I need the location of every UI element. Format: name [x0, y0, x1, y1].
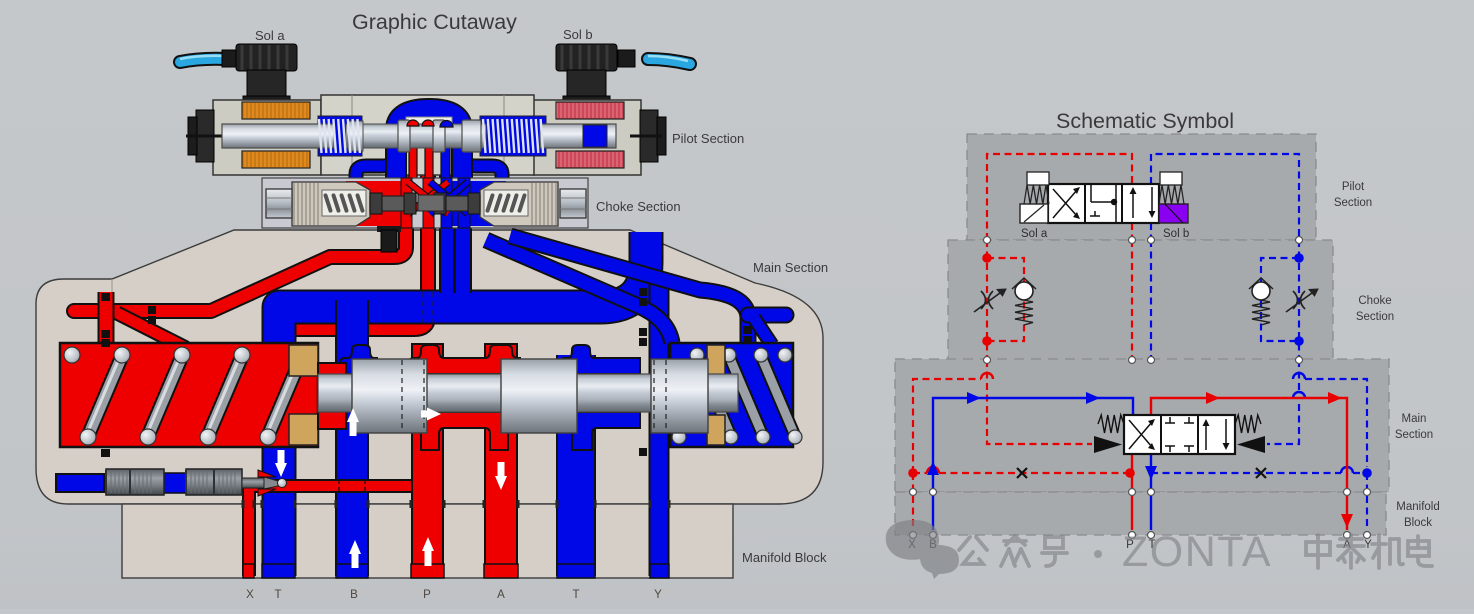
- svg-text:Sol b: Sol b: [1163, 228, 1189, 240]
- svg-text:Pilot Section: Pilot Section: [672, 131, 744, 146]
- svg-text:Choke Section: Choke Section: [596, 199, 681, 214]
- svg-text:ZONTA: ZONTA: [1122, 528, 1272, 576]
- svg-text:Schematic Symbol: Schematic Symbol: [1056, 109, 1234, 133]
- svg-text:Pilot: Pilot: [1342, 181, 1365, 193]
- svg-text:Sol a: Sol a: [1021, 228, 1048, 240]
- svg-text:B: B: [350, 589, 358, 601]
- svg-text:A: A: [497, 589, 505, 601]
- svg-text:Section: Section: [1334, 197, 1372, 209]
- svg-text:Y: Y: [1364, 539, 1372, 551]
- svg-text:P: P: [423, 589, 431, 601]
- svg-text:X: X: [246, 589, 254, 601]
- svg-text:Graphic Cutaway: Graphic Cutaway: [352, 10, 517, 34]
- svg-text:Section: Section: [1395, 429, 1433, 441]
- svg-text:Sol b: Sol b: [563, 27, 593, 42]
- svg-text:Choke: Choke: [1358, 295, 1391, 307]
- svg-text:T: T: [1148, 539, 1155, 551]
- svg-text:Sol a: Sol a: [255, 28, 285, 43]
- svg-text:P: P: [1126, 539, 1134, 551]
- svg-text:Manifold: Manifold: [1396, 501, 1439, 513]
- svg-text:Block: Block: [1404, 517, 1432, 529]
- svg-text:Section: Section: [1356, 311, 1394, 323]
- svg-text:T: T: [274, 589, 281, 601]
- svg-text:Main: Main: [1402, 413, 1427, 425]
- svg-text:T: T: [572, 589, 579, 601]
- svg-text:Main Section: Main Section: [753, 260, 828, 275]
- svg-text:Y: Y: [654, 589, 662, 601]
- svg-text:Manifold Block: Manifold Block: [742, 550, 827, 565]
